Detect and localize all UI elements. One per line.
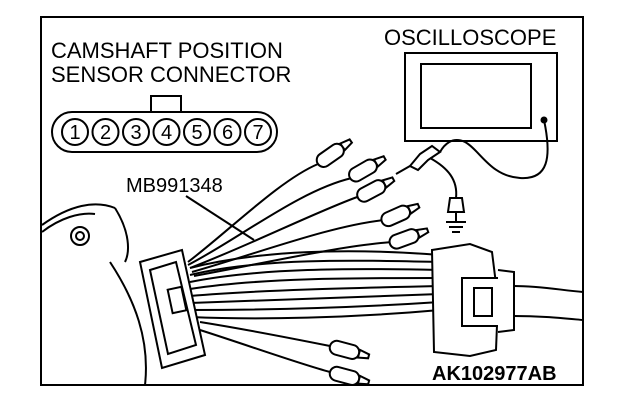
engine-housing [41, 203, 147, 386]
connector-pin-label: 7 [252, 122, 263, 144]
connector-pin-4 [152, 118, 181, 146]
probe-leads [187, 163, 393, 277]
connector-pin-label: 5 [191, 122, 202, 144]
connector-pin-2 [91, 118, 120, 146]
connector-pin-6 [213, 118, 242, 146]
harness-wires [189, 250, 441, 320]
harness-connector-left [138, 248, 207, 370]
lower-probe-leads [199, 321, 331, 373]
connector-pin-1 [61, 118, 89, 146]
connector-title-line2: SENSOR CONNECTOR [51, 62, 291, 87]
connector-pin-7 [244, 118, 272, 146]
tool-leader-line [185, 195, 255, 241]
harness-connector-right [430, 242, 584, 358]
ground-lead [429, 157, 458, 199]
connector-pin-label: 1 [69, 122, 80, 144]
scope-lead [439, 119, 549, 180]
probe-clips-lower [328, 339, 371, 386]
oscilloscope-icon [404, 52, 558, 142]
housing-bolt-icon [70, 226, 90, 246]
oscilloscope-label: OSCILLOSCOPE [384, 25, 556, 50]
figure-code: AK102977AB [432, 363, 557, 385]
connector-pin-label: 6 [222, 122, 233, 144]
connector-pin-label: 4 [161, 122, 172, 144]
connector-title-line1: CAMSHAFT POSITION [51, 38, 283, 63]
scope-probe [395, 144, 442, 175]
ground-clip [446, 197, 466, 233]
connector-pin-label: 3 [130, 122, 141, 144]
probe-clips-upper [315, 138, 430, 250]
connector-pin-3 [122, 118, 150, 146]
tool-number-label: MB991348 [126, 175, 223, 197]
connector-pin-label: 2 [100, 122, 111, 144]
connector-pin-5 [183, 118, 211, 146]
